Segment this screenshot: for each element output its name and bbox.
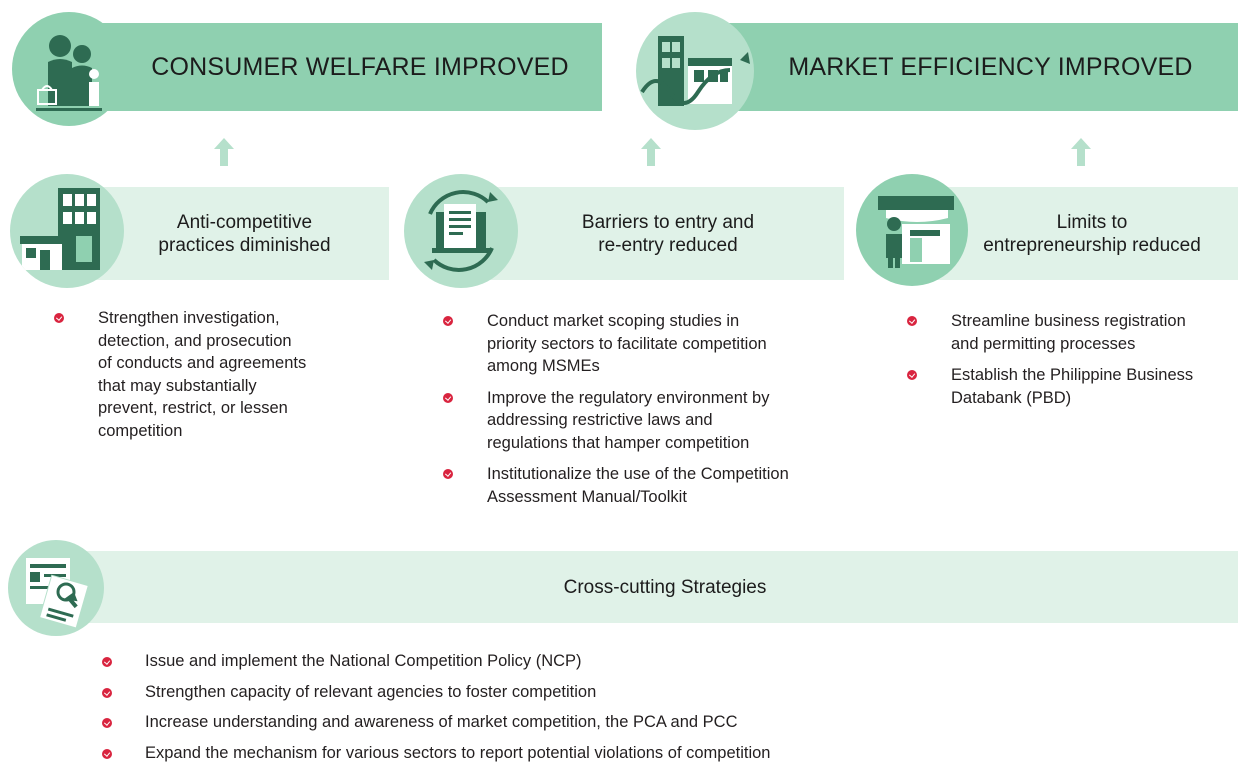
barriers-band: Barriers to entry and re-entry reduced <box>458 187 844 280</box>
up-arrow-icon <box>1071 138 1091 166</box>
anti-competitive-title: Anti-competitive practices diminished <box>158 211 331 256</box>
strategy-text: Issue and implement the National Competi… <box>145 652 582 670</box>
strategy-text: Streamline business registration and per… <box>951 312 1186 353</box>
strategy-item: Establish the Philippine Business Databa… <box>907 364 1236 409</box>
strategy-text: Strengthen investigation, detection, and… <box>98 309 307 440</box>
check-bullet-icon <box>907 316 917 326</box>
barriers-title: Barriers to entry and re-entry reduced <box>581 211 755 256</box>
consumer-welfare-title: CONSUMER WELFARE IMPROVED <box>151 52 569 81</box>
strategy-text: Improve the regulatory environment by ad… <box>487 388 770 452</box>
storefront-icon <box>856 174 968 286</box>
strategy-item: Institutionalize the use of the Competit… <box>443 463 847 508</box>
check-bullet-icon <box>102 657 112 667</box>
strategy-item: Streamline business registration and per… <box>907 310 1236 355</box>
cross-cutting-band: Cross-cutting Strategies <box>56 551 1238 623</box>
market-efficiency-banner: MARKET EFFICIENCY IMPROVED <box>693 23 1238 111</box>
market-growth-icon <box>636 12 754 130</box>
strategy-item: Issue and implement the National Competi… <box>102 650 1225 681</box>
strategy-text: Strengthen capacity of relevant agencies… <box>145 682 597 701</box>
strategy-text: Establish the Philippine Business Databa… <box>951 366 1194 407</box>
document-cycle-icon <box>404 174 518 288</box>
strategy-item: Improve the regulatory environment by ad… <box>443 387 847 455</box>
strategy-text: Expand the mechanism for various sectors… <box>145 743 771 762</box>
family-icon <box>12 12 126 126</box>
strategy-item: Conduct market scoping studies in priori… <box>443 310 847 378</box>
check-bullet-icon <box>102 748 112 759</box>
entrepreneurship-title: Limits to entrepreneurship reduced <box>983 211 1201 256</box>
anti-competitive-strategies: Strengthen investigation, detection, and… <box>54 307 368 442</box>
check-bullet-icon <box>443 316 453 326</box>
check-bullet-icon <box>907 370 917 380</box>
strategy-text: Institutionalize the use of the Competit… <box>487 465 789 506</box>
check-bullet-icon <box>102 687 112 698</box>
cross-cutting-strategies: Issue and implement the National Competi… <box>102 650 1225 764</box>
check-bullet-icon <box>102 718 112 728</box>
entrepreneurship-band: Limits to entrepreneurship reduced <box>910 187 1238 280</box>
strategy-text: Increase understanding and awareness of … <box>145 713 738 731</box>
entrepreneurship-strategies: Streamline business registration and per… <box>907 310 1236 409</box>
cross-cutting-title: Cross-cutting Strategies <box>563 576 767 598</box>
market-efficiency-title: MARKET EFFICIENCY IMPROVED <box>788 52 1193 81</box>
documents-icon <box>8 540 104 636</box>
up-arrow-icon <box>641 138 661 166</box>
consumer-welfare-banner: CONSUMER WELFARE IMPROVED <box>68 23 602 111</box>
strategy-item: Strengthen investigation, detection, and… <box>54 307 368 442</box>
strategy-text: Conduct market scoping studies in priori… <box>487 312 767 375</box>
strategy-item: Increase understanding and awareness of … <box>102 711 1225 742</box>
barriers-strategies: Conduct market scoping studies in priori… <box>443 310 847 508</box>
check-bullet-icon <box>54 313 64 323</box>
check-bullet-icon <box>443 469 453 479</box>
check-bullet-icon <box>443 392 453 403</box>
buildings-icon <box>10 174 124 288</box>
up-arrow-icon <box>214 138 234 166</box>
strategy-item: Expand the mechanism for various sectors… <box>102 742 1225 764</box>
strategy-item: Strengthen capacity of relevant agencies… <box>102 681 1225 712</box>
